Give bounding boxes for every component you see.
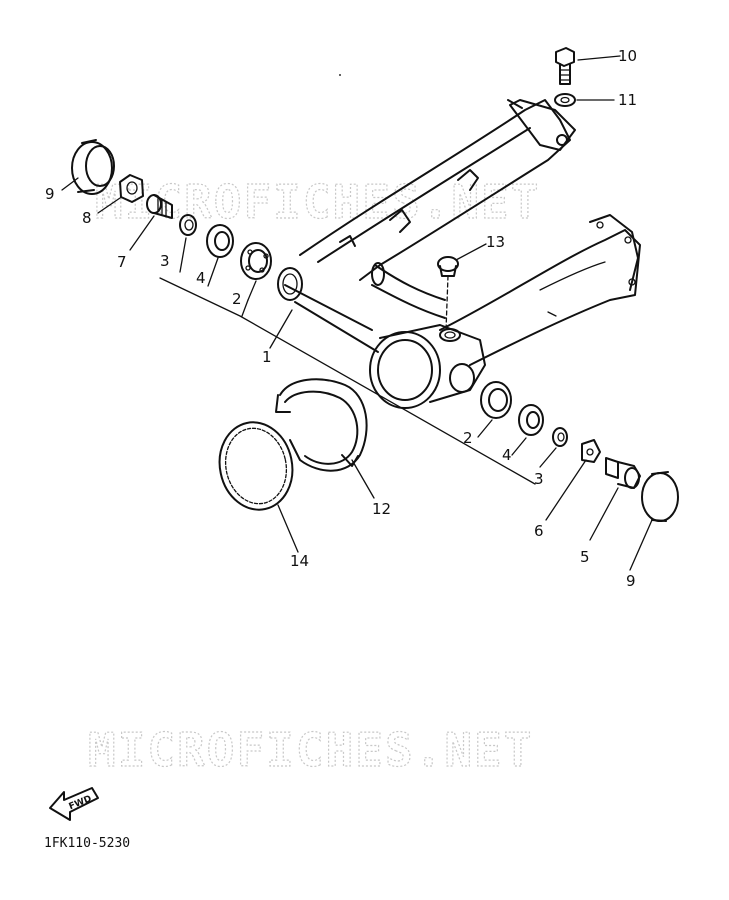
callout-3-left: 3 xyxy=(160,252,170,270)
callout-8: 8 xyxy=(82,209,92,227)
callout-6: 6 xyxy=(534,522,544,540)
cap-right xyxy=(641,471,679,522)
callout-12: 12 xyxy=(372,500,391,518)
nut-left xyxy=(119,174,144,203)
callout-14: 14 xyxy=(290,552,309,570)
callout-10: 10 xyxy=(618,47,637,65)
diagram-code: 1FK110-5230 xyxy=(44,836,130,851)
gasket-14 xyxy=(218,421,294,511)
callout-5: 5 xyxy=(580,548,590,566)
bearing-left-inner xyxy=(206,224,234,258)
lock-washer-6 xyxy=(581,439,601,463)
leader-lines xyxy=(61,55,653,571)
callout-9-left: 9 xyxy=(45,185,55,203)
watermark-bottom: MICROFICHES.NET xyxy=(88,723,533,777)
callout-11: 11 xyxy=(618,91,637,109)
stray-dot xyxy=(339,74,341,76)
swingarm xyxy=(277,99,641,409)
callout-4-right: 4 xyxy=(502,446,512,464)
washer-11 xyxy=(554,93,576,107)
callout-9-right: 9 xyxy=(626,572,636,590)
callout-2-right: 2 xyxy=(463,429,473,447)
bearing-right-inner xyxy=(518,404,544,436)
callouts: 10 11 9 8 7 3 4 2 13 1 2 4 3 6 12 5 14 9 xyxy=(45,47,637,590)
callout-13: 13 xyxy=(486,233,505,251)
callout-3-right: 3 xyxy=(534,470,544,488)
callout-4-left: 4 xyxy=(196,269,206,287)
callout-1: 1 xyxy=(262,348,272,366)
pivot-bolt-right xyxy=(605,457,641,489)
collar-left-inner xyxy=(184,219,194,231)
ring-cover-12 xyxy=(275,378,368,472)
callout-2-left: 2 xyxy=(232,290,242,308)
collar-right xyxy=(552,427,568,447)
pivot-shaft xyxy=(146,194,173,219)
oil-seal-left xyxy=(71,139,115,195)
bolt-10 xyxy=(555,47,575,85)
plug-13 xyxy=(437,256,459,277)
callout-7: 7 xyxy=(117,253,127,271)
bearing-left-outer xyxy=(240,242,272,280)
fwd-arrow-icon: FWD xyxy=(49,787,99,821)
collar-left xyxy=(179,214,197,236)
bearing-right-outer xyxy=(480,381,512,419)
